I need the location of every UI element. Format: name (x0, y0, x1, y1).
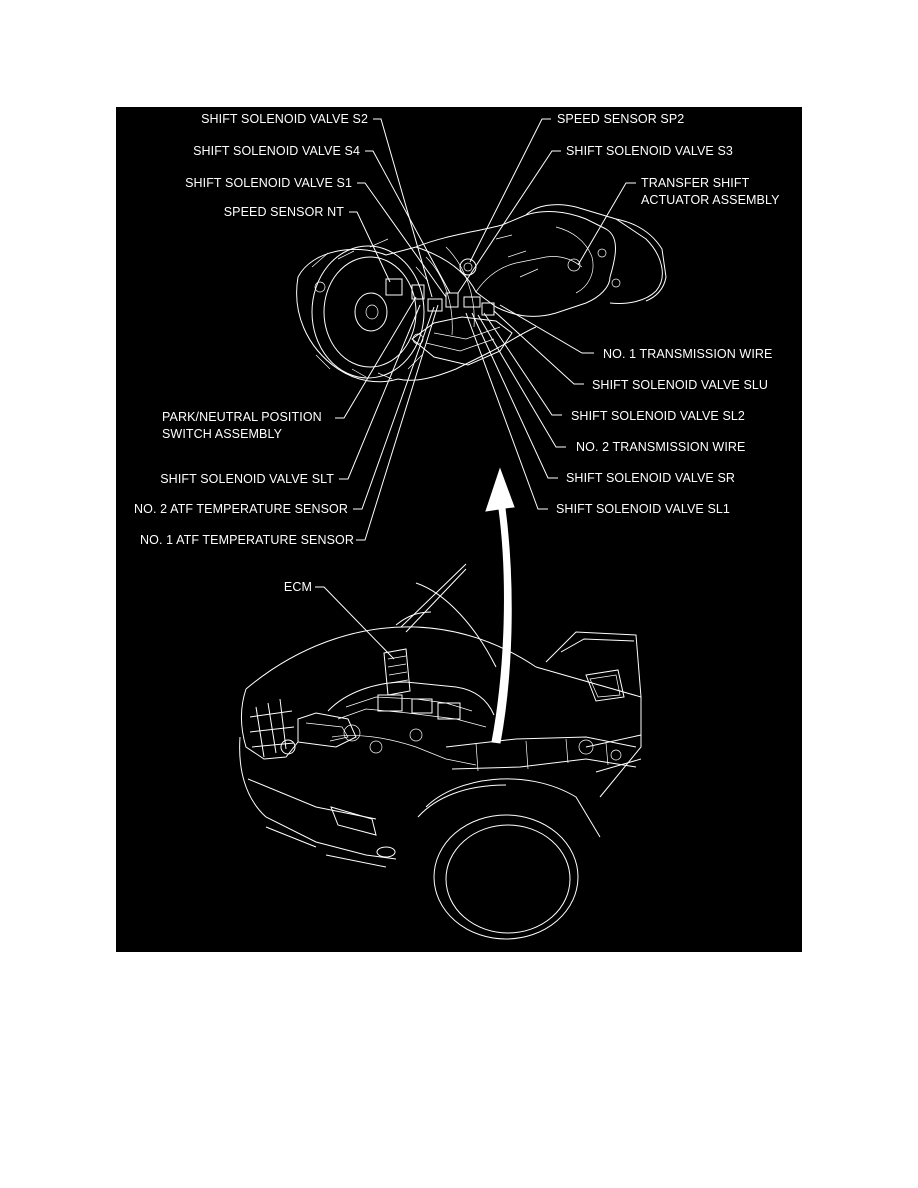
callout-labels: SHIFT SOLENOID VALVE S2 SHIFT SOLENOID V… (134, 112, 780, 594)
label-transfer-shift-line1: TRANSFER SHIFT (641, 176, 750, 190)
callout-leader-lines (315, 118, 636, 660)
label-shift-solenoid-sr: SHIFT SOLENOID VALVE SR (566, 471, 735, 485)
label-park-neutral-line2: SWITCH ASSEMBLY (162, 427, 283, 441)
label-shift-solenoid-s3: SHIFT SOLENOID VALVE S3 (566, 144, 733, 158)
label-shift-solenoid-s4: SHIFT SOLENOID VALVE S4 (193, 144, 360, 158)
label-shift-solenoid-sl1: SHIFT SOLENOID VALVE SL1 (556, 502, 730, 516)
label-speed-sensor-sp2: SPEED SENSOR SP2 (557, 112, 684, 126)
label-no2-atf-temp-sensor: NO. 2 ATF TEMPERATURE SENSOR (134, 502, 348, 516)
label-shift-solenoid-slt: SHIFT SOLENOID VALVE SLT (160, 472, 334, 486)
transmission-component-diagram: SHIFT SOLENOID VALVE S2 SHIFT SOLENOID V… (116, 107, 802, 952)
transmission-assembly-drawing (296, 204, 667, 383)
diagram-canvas: SHIFT SOLENOID VALVE S2 SHIFT SOLENOID V… (134, 112, 780, 940)
label-no2-transmission-wire: NO. 2 TRANSMISSION WIRE (576, 440, 745, 454)
label-ecm: ECM (284, 580, 312, 594)
label-speed-sensor-nt: SPEED SENSOR NT (224, 205, 345, 219)
label-park-neutral-line1: PARK/NEUTRAL POSITION (162, 410, 322, 424)
label-shift-solenoid-sl2: SHIFT SOLENOID VALVE SL2 (571, 409, 745, 423)
label-no1-atf-temp-sensor: NO. 1 ATF TEMPERATURE SENSOR (140, 533, 354, 547)
label-transfer-shift-line2: ACTUATOR ASSEMBLY (641, 193, 780, 207)
vehicle-front-drawing (239, 563, 642, 940)
label-shift-solenoid-s1: SHIFT SOLENOID VALVE S1 (185, 176, 352, 190)
location-arrow (485, 467, 515, 744)
label-shift-solenoid-s2: SHIFT SOLENOID VALVE S2 (201, 112, 368, 126)
label-shift-solenoid-slu: SHIFT SOLENOID VALVE SLU (592, 378, 768, 392)
label-no1-transmission-wire: NO. 1 TRANSMISSION WIRE (603, 347, 772, 361)
